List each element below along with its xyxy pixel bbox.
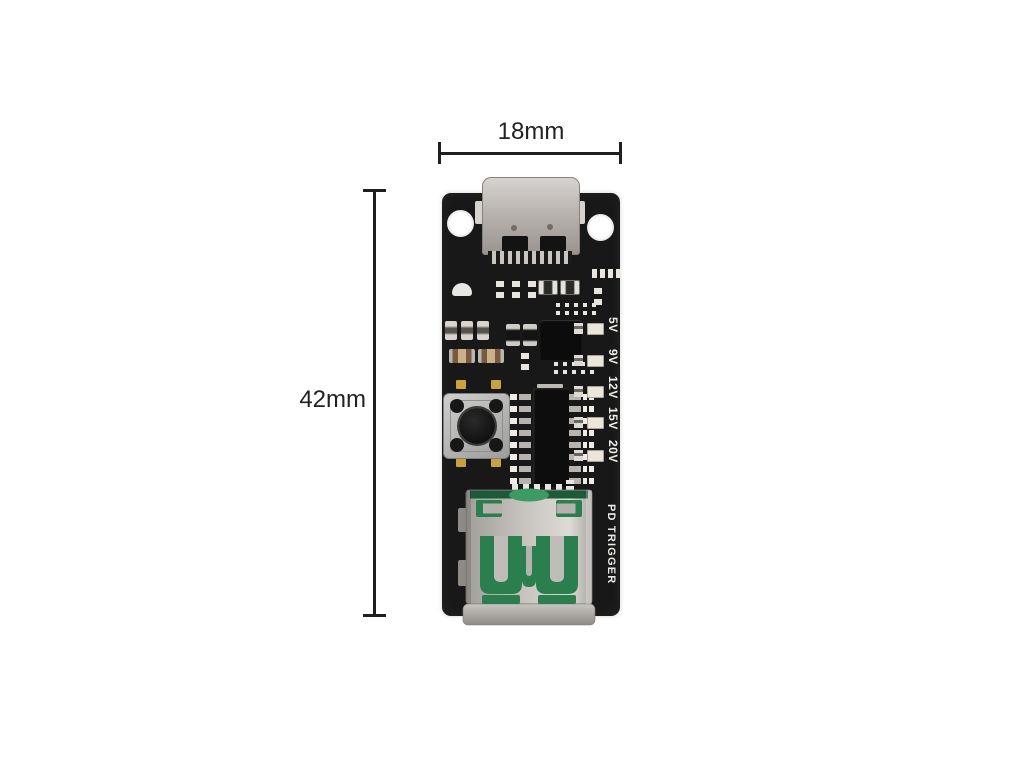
usbc-pin-row xyxy=(488,251,572,264)
led-indicator xyxy=(587,450,604,462)
led-indicator xyxy=(587,417,604,429)
pd-controller-ic xyxy=(533,388,569,487)
led-resistor xyxy=(574,386,583,397)
ic-top-pad xyxy=(537,384,563,388)
smd-pad-cluster xyxy=(592,269,620,278)
voltage-label-20v: 20V xyxy=(606,440,620,463)
smd-resistor xyxy=(566,480,574,490)
voltage-label-12v: 12V xyxy=(606,376,620,399)
silkscreen-dome xyxy=(452,283,472,296)
shell-highlight xyxy=(586,490,592,604)
sot23-transistor xyxy=(506,324,520,346)
sot23-transistor xyxy=(523,324,537,346)
ic-pin xyxy=(510,406,531,412)
button-plunger xyxy=(459,408,495,444)
led-indicator xyxy=(587,386,604,398)
tactile-button-frame xyxy=(450,400,503,452)
ic-pin xyxy=(569,442,595,448)
usb-green-tongue xyxy=(509,488,549,502)
led-indicator xyxy=(587,323,604,335)
ic-pin xyxy=(510,478,531,484)
usbc-rivet xyxy=(547,224,553,230)
green-bar xyxy=(482,595,520,604)
usbc-rivet xyxy=(511,225,517,231)
ic-pin xyxy=(510,442,531,448)
height-dimension-tick-top xyxy=(363,189,386,192)
led-resistor xyxy=(574,355,583,366)
usbc-solder-pad-left xyxy=(475,201,486,224)
pcb-board: 5V 9V 12V 15V 20V xyxy=(442,177,620,626)
ic-pin xyxy=(510,394,531,400)
shell-tab xyxy=(458,508,467,532)
fork-tongue xyxy=(494,536,508,582)
button-solder-pad xyxy=(456,458,466,467)
button-solder-pad xyxy=(456,380,466,389)
resistor xyxy=(449,349,475,363)
mounting-hole-left xyxy=(447,210,474,237)
shell-tab xyxy=(458,560,467,586)
usb-c-connector xyxy=(482,177,580,255)
button-solder-pad xyxy=(491,380,501,389)
shell-flange xyxy=(462,603,596,626)
led-resistor xyxy=(574,323,583,334)
ic-pin xyxy=(569,406,595,412)
width-dimension-tick-left xyxy=(438,142,441,164)
button-solder-pad xyxy=(491,458,501,467)
stamped-hole-tab xyxy=(556,503,576,514)
smd-resistor xyxy=(528,281,536,298)
capacitor xyxy=(477,321,489,340)
shell-shading xyxy=(466,490,471,604)
led-resistor xyxy=(574,450,583,461)
resistor xyxy=(478,349,504,363)
fork-tongue xyxy=(550,536,564,582)
voltage-label-15v: 15V xyxy=(606,407,620,430)
smd-resistor xyxy=(521,353,529,370)
green-bar xyxy=(538,595,576,604)
capacitor xyxy=(461,321,473,340)
soic8-pads-top xyxy=(556,303,599,307)
center-slot-tab xyxy=(526,546,532,576)
stamped-hole-tab xyxy=(483,503,502,514)
voltage-label-5v: 5V xyxy=(606,317,620,333)
button-corner-rivet xyxy=(450,438,464,452)
ic-pin xyxy=(510,418,531,424)
usbc-rear-peg xyxy=(540,236,566,252)
height-dimension-tick-bottom xyxy=(363,614,386,617)
smd-resistor xyxy=(512,281,520,298)
smd-component xyxy=(560,280,580,295)
led-resistor xyxy=(574,417,583,428)
width-dimension-tick-right xyxy=(619,142,622,164)
smd-pad-row xyxy=(512,484,562,490)
soic8-pads-bottom xyxy=(554,370,597,374)
tactile-button xyxy=(443,393,510,459)
ic-pin xyxy=(510,466,531,472)
ic-pin xyxy=(510,454,531,460)
led-indicator xyxy=(587,355,604,367)
usbc-rear-peg xyxy=(502,236,528,252)
voltage-label-9v: 9V xyxy=(606,349,620,365)
button-corner-rivet xyxy=(489,399,503,413)
ic-pin xyxy=(569,478,595,484)
mounting-hole-right xyxy=(587,214,614,241)
smd-resistor xyxy=(594,288,602,305)
button-corner-rivet xyxy=(450,399,464,413)
ic-pin xyxy=(569,430,595,436)
ic-pin xyxy=(510,430,531,436)
capacitor xyxy=(445,321,457,340)
soic8-pads-top xyxy=(556,311,599,315)
smd-resistor xyxy=(496,281,504,298)
ic-pin xyxy=(569,466,595,472)
ic-pin xyxy=(569,394,595,400)
button-corner-rivet xyxy=(489,438,503,452)
usb-a-connector xyxy=(458,488,596,626)
height-dimension-label: 42mm xyxy=(299,386,366,413)
width-dimension-line xyxy=(438,152,622,155)
width-dimension-label: 18mm xyxy=(497,118,565,145)
board-title: PD TRIGGER xyxy=(605,504,617,585)
smd-component xyxy=(538,280,558,295)
height-dimension-line xyxy=(373,190,376,617)
